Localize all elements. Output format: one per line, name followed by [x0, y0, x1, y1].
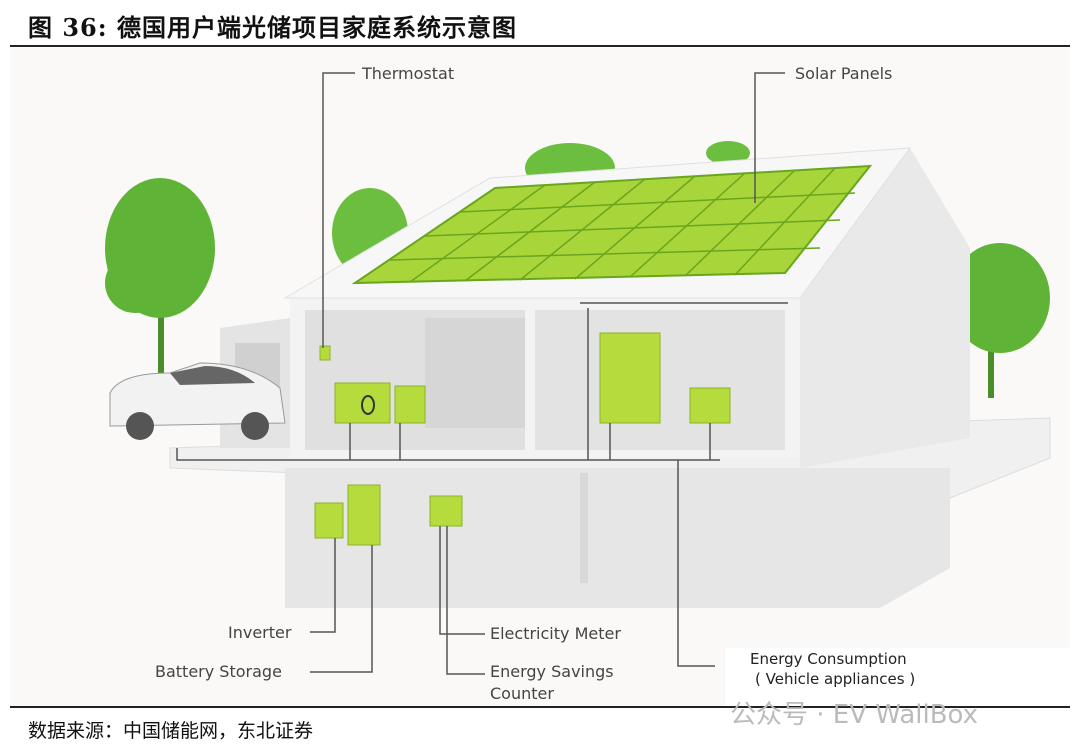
house-side [800, 148, 970, 468]
home-energy-diagram: Thermostat Solar Panels Inverter Battery… [10, 48, 1070, 706]
label-solar-panels: Solar Panels [795, 64, 893, 83]
solar-panels [351, 164, 873, 285]
label-electricity-meter: Electricity Meter [490, 624, 621, 643]
house-illustration [105, 72, 1070, 706]
tree-left [105, 178, 215, 418]
label-vehicle-appliances: ( Vehicle appliances ) [755, 670, 916, 688]
watermark: 公众号 · EV WallBox [730, 700, 979, 730]
source-note: 数据来源：中国储能网，东北证券 [28, 720, 314, 742]
label-energy-savings: Energy Savings [490, 662, 614, 681]
figure-title: 图 36: 德国用户端光储项目家庭系统示意图 [28, 13, 517, 42]
label-energy-savings-counter: Counter [490, 684, 554, 703]
label-inverter: Inverter [228, 623, 292, 642]
appliances [314, 332, 731, 546]
top-divider [10, 45, 1070, 47]
basement [285, 468, 950, 608]
label-energy-consumption: Energy Consumption [750, 650, 907, 668]
label-battery-storage: Battery Storage [155, 662, 282, 681]
bottom-divider [10, 706, 1070, 708]
label-thermostat: Thermostat [362, 64, 455, 83]
wiring [176, 72, 788, 675]
tree-right [950, 243, 1050, 398]
electric-car [109, 362, 286, 440]
